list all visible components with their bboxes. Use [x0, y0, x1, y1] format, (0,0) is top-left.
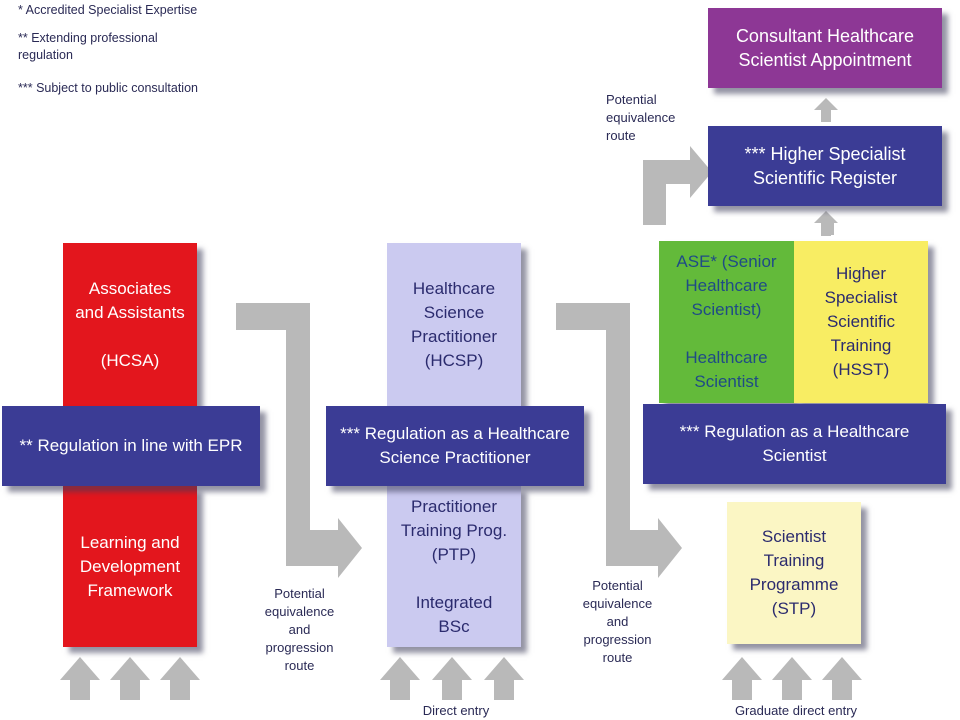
entry-arrow-6 — [484, 657, 524, 700]
entry-arrow-7 — [722, 657, 762, 700]
hcsp-box: Healthcare Science Practitioner (HCSP) — [387, 243, 521, 406]
legend-extending-regulation: ** Extending professional regulation — [18, 31, 158, 62]
equivalence-arrow-top — [643, 146, 712, 225]
graduate-direct-entry-label: Graduate direct entry — [734, 703, 858, 718]
entry-arrow-3 — [160, 657, 200, 700]
hcsa-box: Associates and Assistants (HCSA) — [63, 243, 197, 406]
legend-public-consultation: *** Subject to public consultation — [18, 81, 198, 95]
entry-arrow-8 — [772, 657, 812, 700]
entry-arrow-9 — [822, 657, 862, 700]
up-arrow-hssr-to-consultant — [814, 98, 838, 122]
ase-box: ASE* (Senior Healthcare Scientist) Healt… — [659, 241, 794, 403]
progression-arrow-left — [236, 303, 362, 578]
equivalence-route-note-mid: Potential equivalence and progression ro… — [582, 578, 653, 665]
hsst-box: Higher Specialist Scientific Training (H… — [794, 241, 928, 403]
regulation-epr-banner: ** Regulation in line with EPR — [2, 406, 260, 486]
entry-arrow-5 — [432, 657, 472, 700]
progression-arrow-mid — [556, 303, 682, 578]
entry-arrow-2 — [110, 657, 150, 700]
ptp-box: Practitioner Training Prog. (PTP) Integr… — [387, 486, 521, 647]
up-arrow-hssr-small — [814, 211, 838, 236]
ldf-box: Learning and Development Framework — [63, 486, 197, 647]
regulation-practitioner-banner: *** Regulation as a Healthcare Science P… — [326, 406, 584, 486]
stp-box: Scientist Training Programme (STP) — [727, 502, 861, 644]
consultant-box: Consultant Healthcare Scientist Appointm… — [708, 8, 942, 88]
entry-arrow-4 — [380, 657, 420, 700]
legend-ase: * Accredited Specialist Expertise — [18, 3, 198, 17]
entry-arrow-1 — [60, 657, 100, 700]
direct-entry-label: Direct entry — [422, 703, 490, 718]
equivalence-route-note-left: Potential equivalence and progression ro… — [264, 586, 335, 673]
equivalence-route-note-top: Potential equivalence route — [606, 92, 676, 143]
regulation-scientist-banner: *** Regulation as a Healthcare Scientist — [643, 404, 946, 484]
hssr-box: *** Higher Specialist Scientific Registe… — [708, 126, 942, 206]
